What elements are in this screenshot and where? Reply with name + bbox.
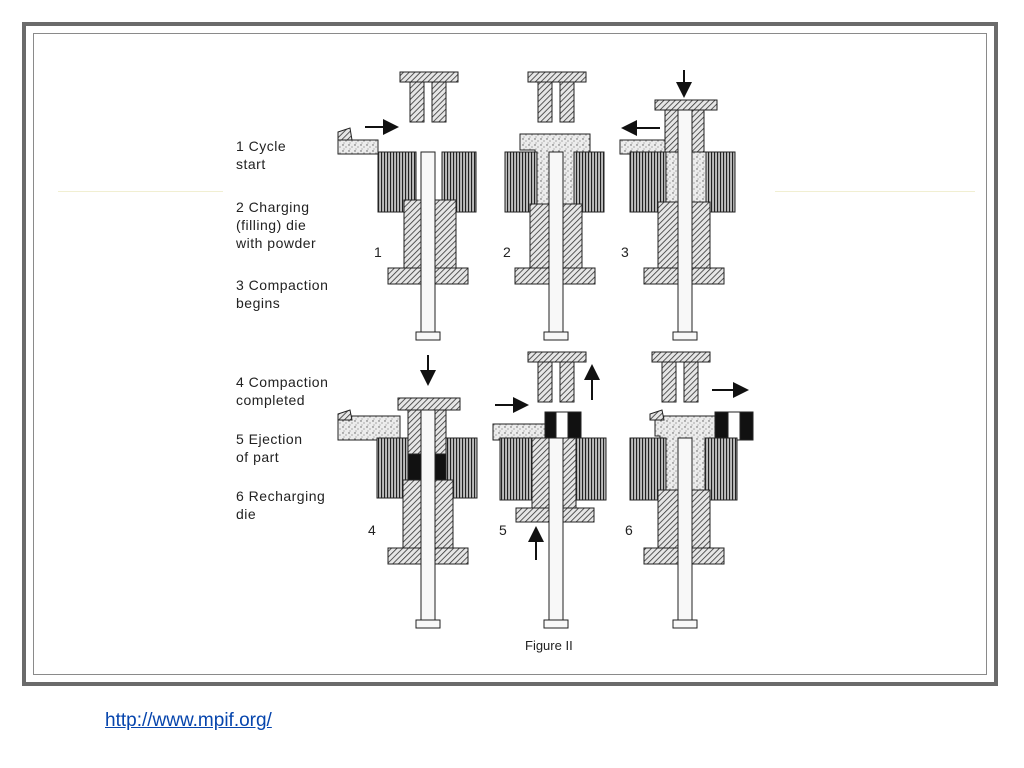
outer-frame — [22, 22, 998, 686]
panel-1 — [337, 71, 477, 341]
step-label-2: 2 Charging (filling) die with powder — [236, 198, 316, 252]
panel-number-2: 2 — [503, 244, 511, 260]
panel-number-1: 1 — [374, 244, 382, 260]
panel-3 — [619, 70, 736, 341]
step-3-line-1: 3 Compaction — [236, 277, 329, 293]
inner-frame — [33, 33, 987, 675]
panel-6 — [629, 351, 754, 629]
panel-number-4: 4 — [368, 522, 376, 538]
step-5-line-1: 5 Ejection — [236, 431, 303, 447]
panel-5 — [492, 351, 607, 629]
step-label-3: 3 Compaction begins — [236, 276, 328, 312]
source-link[interactable]: http://www.mpif.org/ — [105, 710, 272, 731]
step-1-line-1: 1 Cycle — [236, 138, 287, 154]
step-4-line-2: completed — [236, 392, 306, 408]
step-label-6: 6 Recharging die — [236, 487, 325, 523]
step-2-line-2: (filling) die — [236, 217, 307, 233]
step-3-line-2: begins — [236, 295, 281, 311]
panel-number-6: 6 — [625, 522, 633, 538]
step-2-line-3: with powder — [236, 235, 317, 251]
step-1-line-2: start — [236, 156, 266, 172]
panel-number-5: 5 — [499, 522, 507, 538]
step-label-1: 1 Cycle start — [236, 137, 286, 173]
step-6-line-2: die — [236, 506, 257, 522]
panel-2 — [504, 71, 605, 341]
step-label-4: 4 Compaction completed — [236, 373, 328, 409]
figure-caption: Figure II — [525, 638, 573, 653]
step-2-line-1: 2 Charging — [236, 199, 310, 215]
decorative-rule-right — [775, 191, 975, 192]
step-4-line-1: 4 Compaction — [236, 374, 329, 390]
panel-4 — [337, 355, 478, 629]
panel-number-3: 3 — [621, 244, 629, 260]
step-6-line-1: 6 Recharging — [236, 488, 326, 504]
step-5-line-2: of part — [236, 449, 280, 465]
step-label-5: 5 Ejection of part — [236, 430, 302, 466]
decorative-rule-left — [58, 191, 223, 192]
